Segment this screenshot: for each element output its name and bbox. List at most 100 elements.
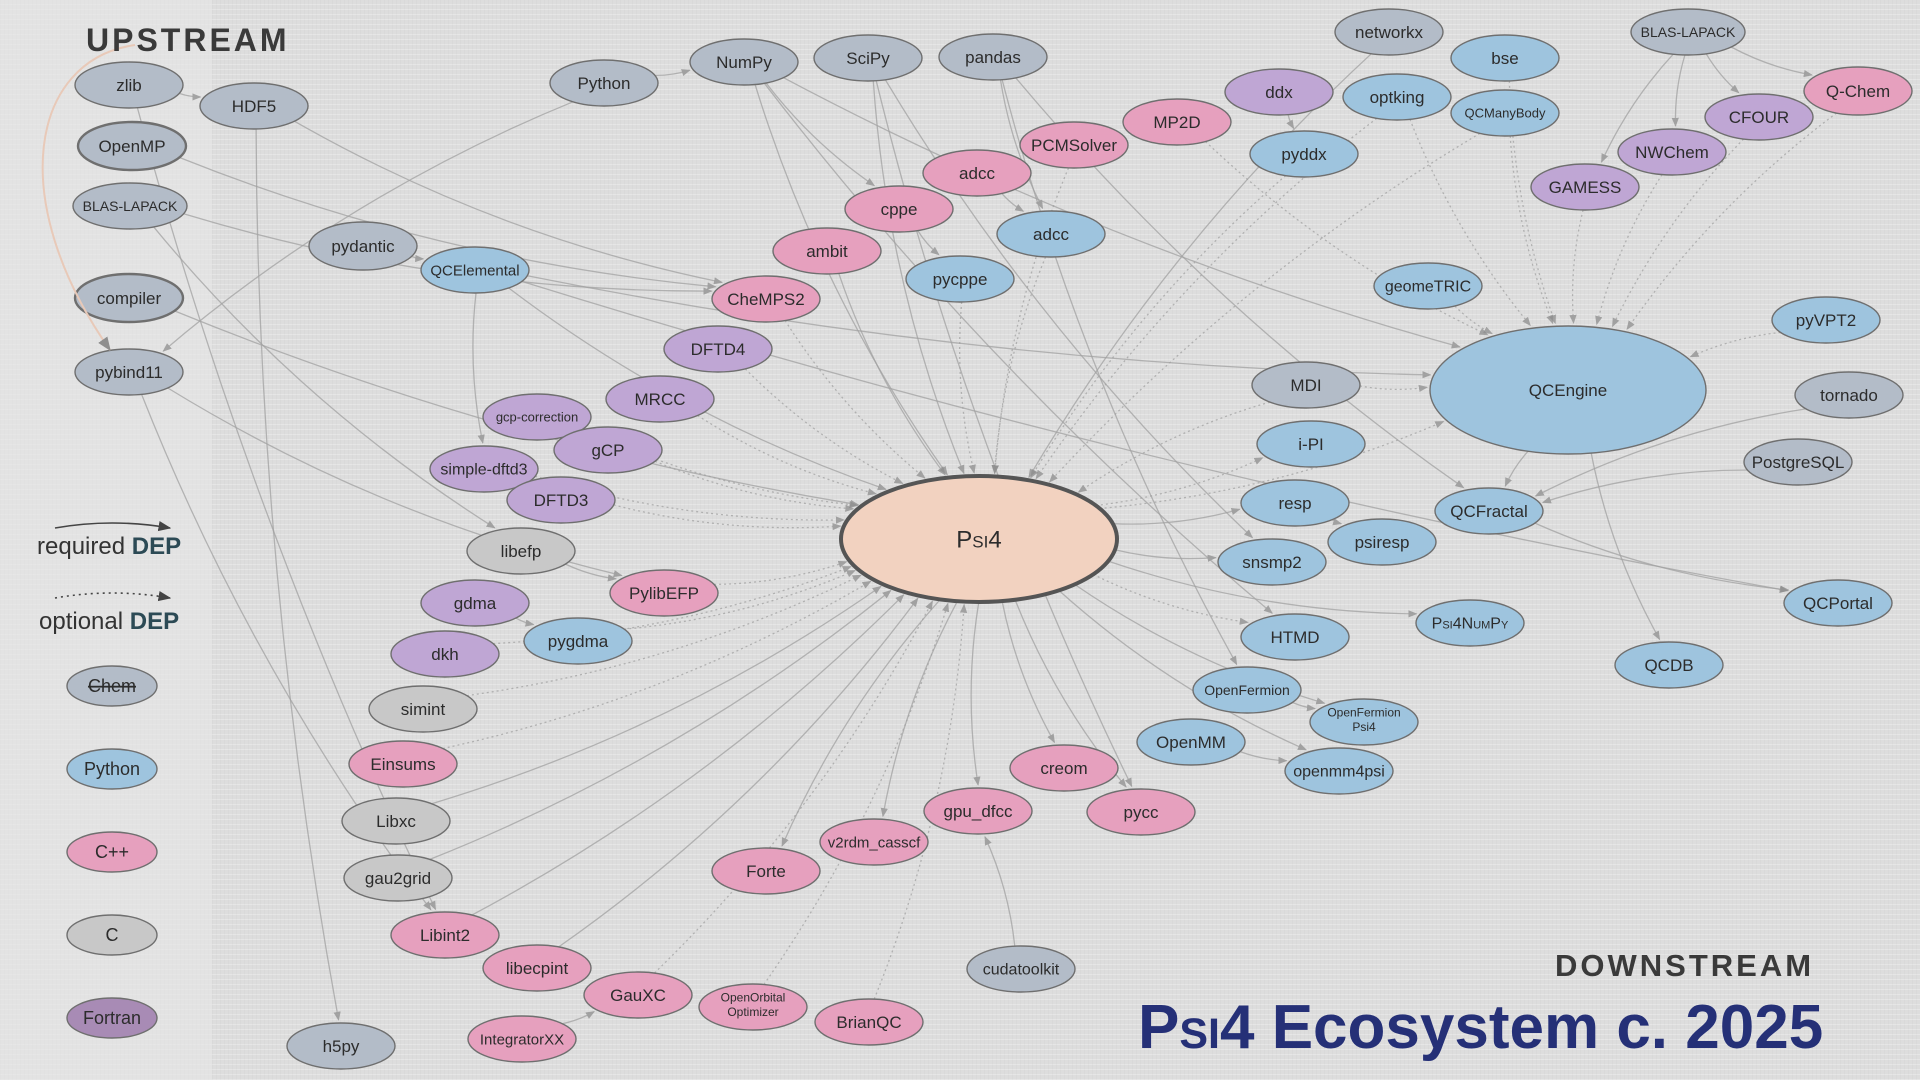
node-pydantic[interactable]: pydantic xyxy=(308,221,418,271)
node-zlib[interactable]: zlib xyxy=(74,61,184,109)
node-mdi[interactable]: MDI xyxy=(1251,361,1361,409)
node-brianqc[interactable]: BrianQC xyxy=(814,998,924,1046)
node-openmp[interactable]: OpenMP xyxy=(76,120,188,172)
node-libxc[interactable]: Libxc xyxy=(341,797,451,845)
node-scipy[interactable]: SciPy xyxy=(813,34,923,82)
node-pygdma[interactable]: pygdma xyxy=(523,617,633,665)
node-postgresql[interactable]: PostgreSQL xyxy=(1743,438,1853,486)
node-pyddx[interactable]: pyddx xyxy=(1249,130,1359,178)
node-label-qchem: Q-Chem xyxy=(1826,82,1890,101)
node-pylibefp[interactable]: PylibEFP xyxy=(609,569,719,617)
node-hdf5[interactable]: HDF5 xyxy=(199,82,309,130)
node-htmd[interactable]: HTMD xyxy=(1240,613,1350,661)
node-shape-libecpint xyxy=(482,944,592,992)
node-einsums[interactable]: Einsums xyxy=(348,740,458,788)
node-shape-pybind11 xyxy=(74,348,184,396)
node-psi4[interactable]: Psi4 xyxy=(839,474,1119,604)
node-shape-openfermion xyxy=(1192,666,1302,714)
node-numpy[interactable]: NumPy xyxy=(689,38,799,86)
node-optking[interactable]: optking xyxy=(1342,73,1452,121)
node-pandas[interactable]: pandas xyxy=(938,33,1048,81)
node-psiresp[interactable]: psiresp xyxy=(1327,518,1437,566)
node-sdftd3[interactable]: simple-dftd3 xyxy=(429,445,539,493)
node-chemps2[interactable]: CheMPS2 xyxy=(711,275,821,323)
node-python[interactable]: Python xyxy=(549,59,659,107)
node-forte[interactable]: Forte xyxy=(711,847,821,895)
node-pybind11[interactable]: pybind11 xyxy=(74,348,184,396)
node-label-scipy: SciPy xyxy=(846,49,890,68)
node-openmm[interactable]: OpenMM xyxy=(1136,718,1246,766)
node-gpudfcc[interactable]: gpu_dfcc xyxy=(923,787,1033,835)
node-gcp[interactable]: gCP xyxy=(553,426,663,474)
node-resp[interactable]: resp xyxy=(1240,479,1350,527)
node-networkx[interactable]: networkx xyxy=(1334,8,1444,56)
node-cfour[interactable]: CFOUR xyxy=(1704,93,1814,141)
node-label-libxc: Libxc xyxy=(376,812,416,831)
node-bse[interactable]: bse xyxy=(1450,34,1560,82)
node-ipi[interactable]: i-PI xyxy=(1256,420,1366,468)
node-label-adcc_cpp: adcc xyxy=(959,164,995,183)
edge-gau2grid-to-psi4 xyxy=(429,589,892,861)
node-cppe[interactable]: cppe xyxy=(844,185,954,233)
node-gdma[interactable]: gdma xyxy=(420,579,530,627)
node-compiler[interactable]: compiler xyxy=(73,272,185,324)
node-nwchem[interactable]: NWChem xyxy=(1617,128,1727,176)
node-qchem[interactable]: Q-Chem xyxy=(1803,66,1913,116)
node-ambit[interactable]: ambit xyxy=(772,227,882,275)
node-libefp[interactable]: libefp xyxy=(466,527,576,575)
node-libint2[interactable]: Libint2 xyxy=(390,911,500,959)
node-label-qcportal: QCPortal xyxy=(1803,594,1873,613)
node-qcdb[interactable]: QCDB xyxy=(1614,641,1724,689)
node-shape-gcp xyxy=(553,426,663,474)
node-qcfractal[interactable]: QCFractal xyxy=(1434,487,1544,535)
node-gcpcorr[interactable]: gcp-correction xyxy=(482,393,592,441)
node-gauxc[interactable]: GauXC xyxy=(583,971,693,1019)
node-gamess[interactable]: GAMESS xyxy=(1530,163,1640,211)
node-label-pydantic: pydantic xyxy=(331,237,395,256)
node-geometric[interactable]: geomeTRIC xyxy=(1373,262,1483,310)
node-snsmp2[interactable]: snsmp2 xyxy=(1217,538,1327,586)
edge-blas2-to-qchem xyxy=(1730,46,1813,78)
node-ddx[interactable]: ddx xyxy=(1224,68,1334,116)
edge-gcp-to-psi4 xyxy=(654,460,855,512)
node-dftd4[interactable]: DFTD4 xyxy=(663,325,773,373)
node-dftd3[interactable]: DFTD3 xyxy=(506,476,616,524)
node-openfermion[interactable]: OpenFermion xyxy=(1192,666,1302,714)
node-creom[interactable]: creom xyxy=(1009,744,1119,792)
node-mrcc[interactable]: MRCC xyxy=(605,375,715,423)
node-blas2[interactable]: BLAS-LAPACK xyxy=(1630,8,1746,56)
node-pyvpt2[interactable]: pyVPT2 xyxy=(1771,296,1881,344)
node-h5py[interactable]: h5py xyxy=(286,1022,396,1070)
node-shape-pyddx xyxy=(1249,130,1359,178)
node-label-dftd4: DFTD4 xyxy=(691,340,746,359)
node-label-integratorxx: IntegratorXX xyxy=(480,1031,564,1048)
node-qcmanybody[interactable]: QCManyBody xyxy=(1450,89,1560,137)
node-v2rdm[interactable]: v2rdm_casscf xyxy=(819,818,929,866)
node-shape-openmm xyxy=(1136,718,1246,766)
node-pycppe[interactable]: pycppe xyxy=(905,255,1015,303)
node-cudatoolkit[interactable]: cudatoolkit xyxy=(966,945,1076,993)
edge-gauxc-to-psi4 xyxy=(653,600,933,974)
node-label-pybind11: pybind11 xyxy=(95,363,163,382)
node-openmm4psi[interactable]: openmm4psi xyxy=(1284,747,1394,795)
node-psi4numpy[interactable]: Psi4NumPy xyxy=(1415,599,1525,647)
node-libecpint[interactable]: libecpint xyxy=(482,944,592,992)
node-blas1[interactable]: BLAS-LAPACK xyxy=(72,182,188,230)
node-qcportal[interactable]: QCPortal xyxy=(1783,579,1893,627)
node-label-cfour: CFOUR xyxy=(1729,108,1789,127)
node-qcengine[interactable]: QCEngine xyxy=(1429,325,1707,455)
node-qcelemental[interactable]: QCElemental xyxy=(420,246,530,294)
node-pycc[interactable]: pycc xyxy=(1086,788,1196,836)
node-tornado[interactable]: tornado xyxy=(1794,371,1904,419)
node-pcmsolver[interactable]: PCMSolver xyxy=(1019,121,1129,169)
edge-simint-to-psi4 xyxy=(466,574,862,697)
node-adcc_py[interactable]: adcc xyxy=(996,210,1106,258)
node-integratorxx[interactable]: IntegratorXX xyxy=(467,1015,577,1063)
node-dkh[interactable]: dkh xyxy=(390,630,500,678)
node-simint[interactable]: simint xyxy=(368,685,478,733)
node-gau2grid[interactable]: gau2grid xyxy=(343,854,453,902)
node-mp2d[interactable]: MP2D xyxy=(1122,98,1232,146)
node-adcc_cpp[interactable]: adcc xyxy=(922,149,1032,197)
